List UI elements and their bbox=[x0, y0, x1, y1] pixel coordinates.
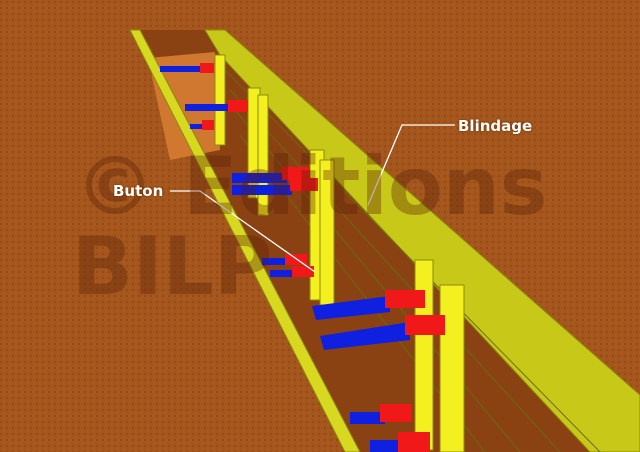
label-buton: Buton bbox=[113, 182, 164, 200]
left-shoring-panel bbox=[129, 29, 361, 452]
struts bbox=[160, 63, 445, 452]
watermark-line2: BILP bbox=[72, 220, 273, 313]
label-blindage: Blindage bbox=[458, 117, 533, 135]
vertical-posts bbox=[214, 54, 465, 452]
watermark-line1: © Editions bbox=[75, 140, 548, 233]
leader-lines bbox=[170, 124, 455, 273]
